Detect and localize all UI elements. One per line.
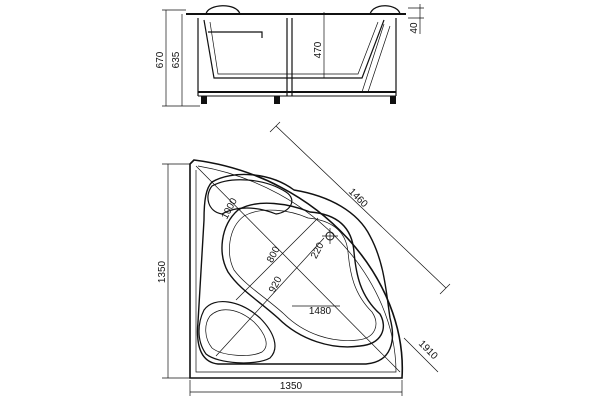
dim-diagonal-line [269,121,451,295]
dim-outer-diagonal-line [403,337,439,373]
top-armrest-upper [207,179,293,215]
dim-rim-height: 40 [409,22,420,34]
dim-outer-diagonal: 1910 [416,338,440,362]
top-armrest-lower-inner [205,309,267,356]
dim-length-line [162,163,190,379]
side-view: 670 635 470 40 [155,4,424,107]
side-foot-2 [274,96,280,104]
dim-drain-offset: 220 [309,240,327,260]
side-seat [208,31,263,38]
dim-rim-height-line [408,4,424,34]
dim-bottom-width: 800 [265,244,283,264]
dim-total-height-line [162,9,200,107]
dim-bottom-length: 1480 [309,306,332,317]
side-bracket [361,23,391,93]
dim-total-height: 670 [155,51,166,68]
top-shell-outline [196,173,394,365]
side-tub-shell [203,19,385,79]
top-armrest-lower [198,301,276,364]
top-view: 1460 1910 1000 800 920 220 1480 1350 135… [157,121,451,396]
top-axis-800 [235,217,319,301]
dim-length: 1350 [157,260,168,283]
top-drain-cross [322,228,338,244]
side-foot-1 [201,96,207,104]
side-headrest-right [369,5,401,15]
top-basin-inner [229,209,377,341]
side-foot-3 [390,96,396,104]
top-axis-main [195,165,401,373]
side-headrest-left [205,5,241,15]
dim-inner-depth: 470 [313,41,324,58]
side-tub-inner [209,21,379,75]
dim-width: 1350 [280,381,303,392]
top-basin-outline [221,202,385,348]
dim-diagonal: 1460 [346,186,370,210]
top-axis-920 [215,237,325,357]
dim-bottom-diagonal: 920 [267,274,285,294]
dim-tub-height: 635 [171,51,182,68]
top-outer-outline [189,159,404,379]
dim-width-line [189,380,403,396]
